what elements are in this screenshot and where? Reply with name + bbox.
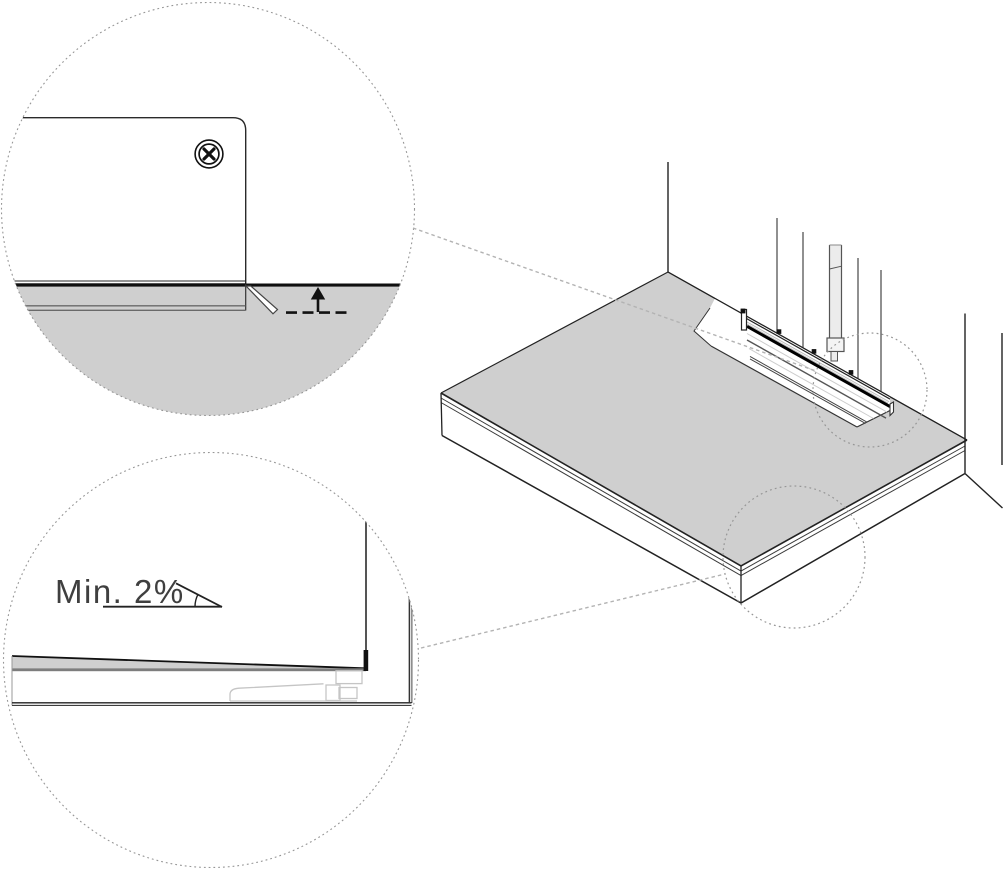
wall-panel-section: [1, 117, 247, 285]
drain-pipe: [826, 244, 845, 362]
screed-section-fill: [1, 286, 415, 416]
isometric-view: [440, 162, 1003, 629]
right-wall-base-line: [964, 472, 1003, 509]
phillips-screw-icon: [194, 139, 224, 169]
callout-floor-slope-detail: Min. 2%: [2, 451, 420, 869]
plate-screw-tick: [740, 308, 746, 314]
callout-circle-border: [2, 451, 420, 869]
plate-screw-tick: [848, 370, 854, 375]
wall-studs: [776, 218, 882, 392]
slab-left-corner-edge: [440, 392, 443, 436]
sealing-flange-strip: [244, 285, 279, 315]
flush-level-arrow-icon: [286, 287, 350, 314]
screed-top-surface: [441, 272, 967, 566]
linear-drain-assembly: [740, 308, 895, 424]
mounting-plate-lip: [743, 316, 891, 400]
membrane-layer: [12, 668, 366, 672]
leader-lines: [412, 227, 817, 649]
grate-line: [745, 320, 890, 403]
channel-line: [748, 348, 874, 419]
callout-circle-border: [0, 1, 416, 417]
leader-line-slope-detail: [420, 573, 726, 649]
recess-step-line: [749, 355, 868, 423]
plate-screw-tick: [776, 329, 782, 334]
channel-front-bottom: [746, 339, 887, 419]
callout-flush-mount-detail: [0, 1, 416, 417]
detail-marker-drain: [812, 332, 928, 448]
min-slope-label: Min. 2%: [55, 573, 185, 610]
drain-trap-outline: [229, 670, 363, 702]
wall-bracket-section: [363, 650, 369, 671]
recess-step-line: [749, 358, 866, 424]
slope-angle-icon: [103, 582, 223, 608]
channel-end-cap: [889, 401, 895, 417]
detail-marker-slab-corner: [722, 485, 866, 629]
grate-slot-stripe: [746, 324, 891, 408]
plate-screw-tick: [811, 349, 817, 354]
wall-base-line: [667, 271, 968, 441]
screed-top-line: [11, 655, 366, 670]
finished-floor-line: [1, 283, 415, 287]
channel-line: [746, 333, 888, 413]
pipe-lower-stub: [830, 351, 838, 362]
pipe-joint-line: [829, 265, 842, 270]
grate-line: [746, 323, 889, 404]
